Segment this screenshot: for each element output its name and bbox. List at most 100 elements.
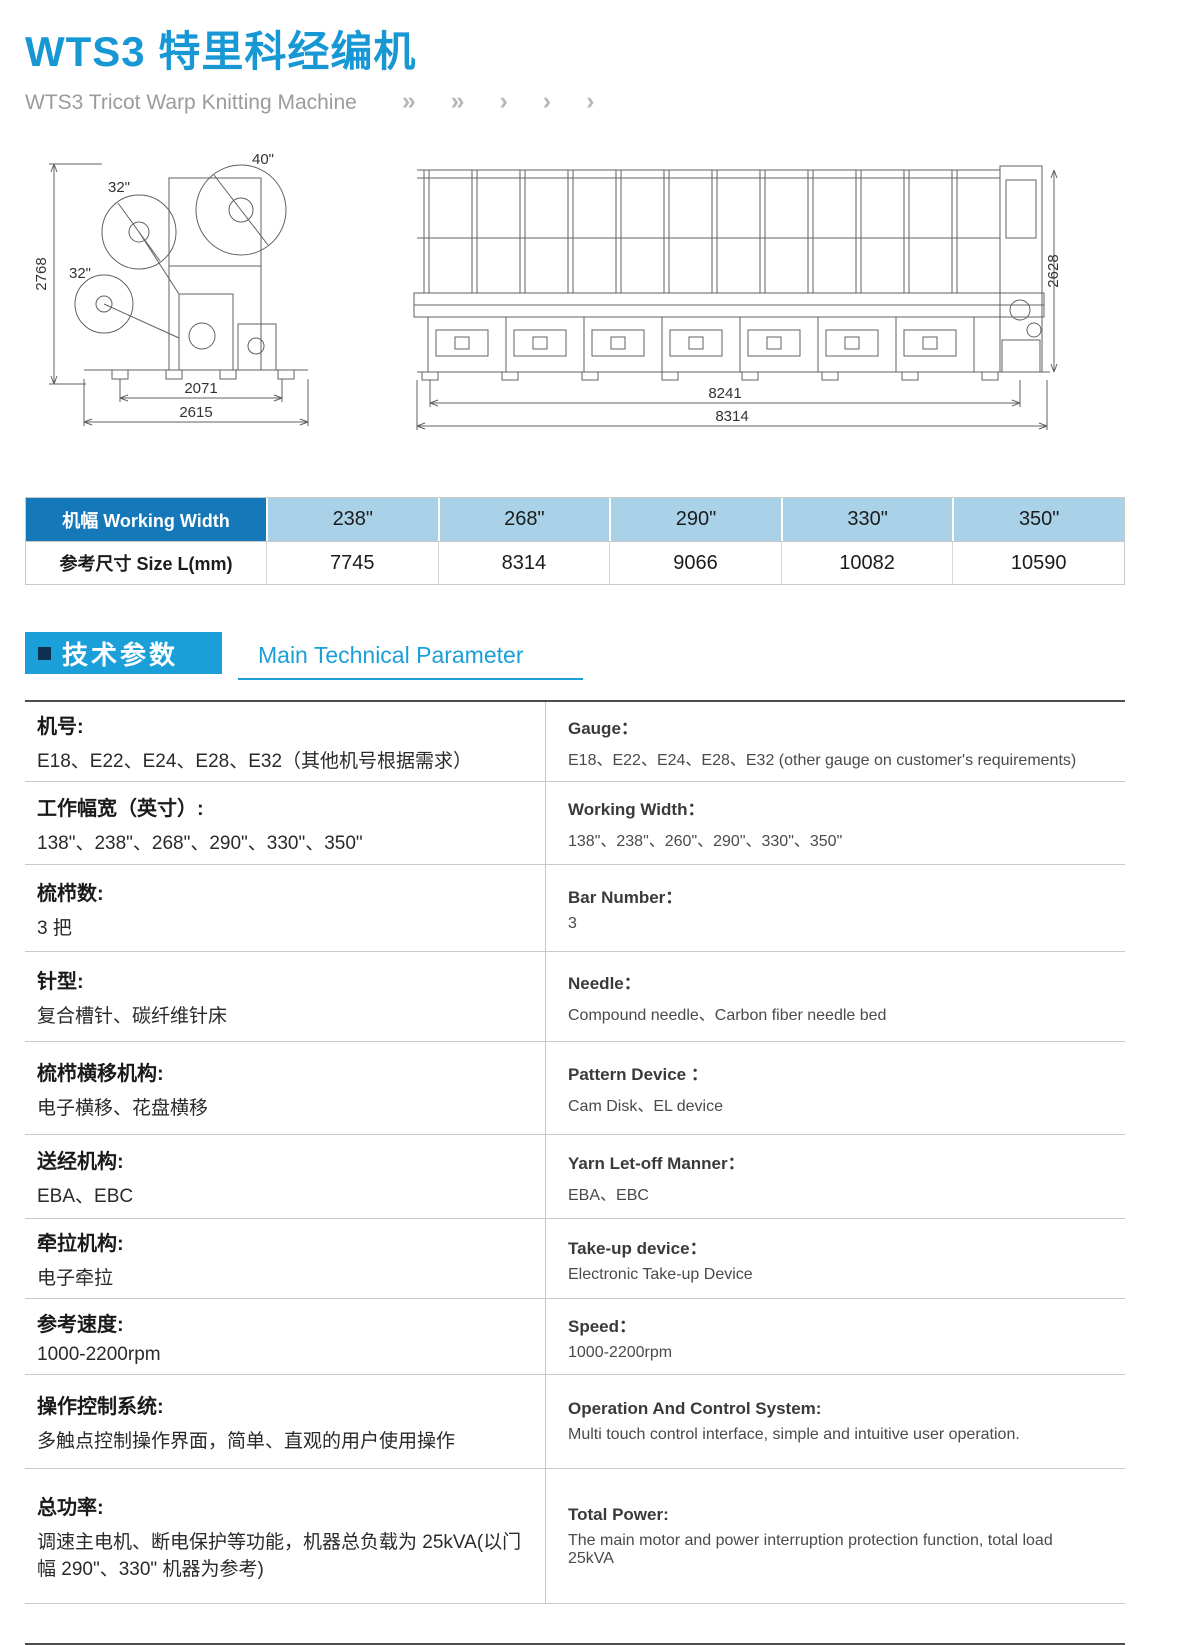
size-value: 9066	[609, 542, 781, 584]
spec-cn-value: 调速主电机、断电保护等功能，机器总负载为 25kVA(以门幅 290"、330"…	[37, 1532, 522, 1580]
spec-cn-label: 牵拉机构:	[37, 1233, 124, 1255]
spec-en-label: Working Width：	[568, 800, 705, 819]
spec-cell-cn: 工作幅宽（英寸）: 138"、238"、268"、290"、330"、350"	[25, 782, 545, 864]
side-beam-top-label: 40"	[252, 151, 274, 168]
spec-cn-label: 工作幅宽（英寸）:	[37, 797, 204, 820]
spec-cn-value: 3 把	[37, 917, 72, 939]
width-column-header: 350"	[952, 498, 1124, 541]
spec-en-label: Operation And Control System:	[568, 1399, 822, 1418]
side-beam-mid-label: 32"	[108, 179, 130, 196]
spec-cn-label: 针型:	[37, 971, 84, 993]
spec-cn-label: 梳栉数:	[37, 882, 104, 905]
spec-row-takeup-device: 牵拉机构: 电子牵拉 Take-up device： Electronic Ta…	[25, 1219, 1125, 1299]
spec-en-value: E18、E22、E24、E28、E32 (other gauge on cust…	[568, 751, 1077, 769]
spec-row-pattern-device: 梳栉横移机构: 电子横移、花盘横移 Pattern Device ： Cam D…	[25, 1042, 1125, 1135]
technical-parameter-table: 机号: E18、E22、E24、E28、E32（其他机号根据需求） Gauge：…	[25, 700, 1125, 1645]
spec-cell-cn: 总功率: 调速主电机、断电保护等功能，机器总负载为 25kVA(以门幅 290"…	[25, 1469, 545, 1603]
side-width-outer-dim-label: 2615	[179, 404, 212, 421]
spec-cn-value: E18、E22、E24、E28、E32（其他机号根据需求）	[37, 751, 473, 772]
spec-en-value: 3	[568, 915, 577, 932]
section-header: 技术参数 Main Technical Parameter	[25, 632, 584, 680]
spec-row-working-width: 工作幅宽（英寸）: 138"、238"、268"、290"、330"、350" …	[25, 782, 1125, 865]
spec-cell-cn: 牵拉机构: 电子牵拉	[25, 1219, 545, 1298]
spec-en-value: 1000-2200rpm	[568, 1343, 673, 1361]
side-width-inner-dim-label: 2071	[184, 380, 217, 397]
page-subtitle: WTS3 Tricot Warp Knitting Machine	[25, 91, 357, 114]
working-width-table: 机幅 Working Width 238" 268" 290" 330" 350…	[25, 497, 1125, 585]
size-value: 10590	[952, 542, 1124, 584]
side-beam-low-label: 32"	[69, 265, 91, 282]
size-value: 10082	[780, 542, 953, 584]
spec-cn-value: 1000-2200rpm	[37, 1343, 161, 1365]
machine-side-view-drawing: 40" 32" 32" 2768 2071 2615	[33, 151, 309, 426]
spec-en-value: EBA、EBC	[568, 1186, 649, 1204]
spec-en-value: Multi touch control interface, simple an…	[568, 1426, 1020, 1443]
page-title: WTS3 特里科经编机	[25, 28, 417, 75]
spec-row-speed: 参考速度: 1000-2200rpm Speed： 1000-2200rpm	[25, 1299, 1125, 1375]
spec-cell-en: Take-up device： Electronic Take-up Devic…	[545, 1219, 1125, 1298]
spec-cell-cn: 针型: 复合槽针、碳纤维针床	[25, 952, 545, 1041]
spec-cn-value: 电子横移、花盘横移	[37, 1097, 209, 1119]
page-header: WTS3 特里科经编机 WTS3 Tricot Warp Knitting Ma…	[25, 18, 1125, 116]
side-height-dim-label: 2768	[33, 257, 50, 290]
spec-cell-cn: 机号: E18、E22、E24、E28、E32（其他机号根据需求）	[25, 702, 545, 781]
spec-cn-value: EBA、EBC	[37, 1186, 134, 1207]
spec-cell-en: Total Power: The main motor and power in…	[545, 1469, 1125, 1603]
spec-cell-cn: 参考速度: 1000-2200rpm	[25, 1299, 545, 1374]
spec-en-label: Gauge：	[568, 718, 638, 738]
spec-row-gauge: 机号: E18、E22、E24、E28、E32（其他机号根据需求） Gauge：…	[25, 702, 1125, 782]
spec-en-label: Total Power:	[568, 1504, 669, 1524]
spec-table-footer	[25, 1604, 1125, 1645]
spec-cn-label: 总功率:	[37, 1497, 104, 1519]
spec-cell-en: Working Width： 138"、238"、260"、290"、330"、…	[545, 782, 1125, 864]
spec-row-total-power: 总功率: 调速主电机、断电保护等功能，机器总负载为 25kVA(以门幅 290"…	[25, 1469, 1125, 1604]
spec-en-value: 138"、238"、260"、290"、330"、350"	[568, 833, 843, 850]
spec-cn-label: 送经机构:	[37, 1151, 124, 1173]
spec-cn-value: 复合槽针、碳纤维针床	[37, 1006, 228, 1027]
spec-en-label: Pattern Device ：	[568, 1065, 708, 1084]
spec-en-label: Speed：	[568, 1316, 637, 1336]
spec-row-control-system: 操作控制系统: 多触点控制操作界面，简单、直观的用户使用操作 Operation…	[25, 1375, 1125, 1469]
spec-cn-value: 多触点控制操作界面，简单、直观的用户使用操作	[37, 1431, 456, 1452]
spec-cell-cn: 操作控制系统: 多触点控制操作界面，简单、直观的用户使用操作	[25, 1375, 545, 1468]
spec-cell-en: Operation And Control System: Multi touc…	[545, 1375, 1125, 1468]
machine-front-view-drawing: 2628 8241 8314	[413, 165, 1062, 430]
section-title-box: 技术参数	[25, 632, 222, 674]
spec-en-value: Compound needle、Carbon fiber needle bed	[568, 1006, 887, 1024]
size-row-label: 参考尺寸 Size L(mm)	[59, 554, 233, 574]
spec-cell-cn: 梳栉数: 3 把	[25, 865, 545, 951]
width-column-header: 238"	[266, 498, 438, 541]
width-column-header: 290"	[609, 498, 781, 541]
front-width-inner-dim-label: 8241	[708, 385, 741, 402]
spec-cn-label: 参考速度:	[37, 1313, 124, 1336]
spec-row-needle: 针型: 复合槽针、碳纤维针床 Needle： Compound needle、C…	[25, 952, 1125, 1042]
front-width-outer-dim-label: 8314	[715, 408, 748, 425]
spec-en-label: Bar Number：	[568, 888, 683, 907]
section-title-en: Main Technical Parameter	[258, 641, 524, 668]
spec-cn-label: 操作控制系统:	[37, 1396, 164, 1418]
section-title-en-wrap: Main Technical Parameter	[238, 632, 584, 680]
size-value: 8314	[437, 542, 610, 584]
width-table-header-label: 机幅 Working Width	[26, 498, 266, 541]
spec-cn-value: 电子牵拉	[37, 1268, 114, 1289]
subtitle-row: WTS3 Tricot Warp Knitting Machine » » › …	[25, 87, 1125, 116]
spec-cell-cn: 梳栉横移机构: 电子横移、花盘横移	[25, 1042, 545, 1134]
chevron-decoration-icon: » » › › ›	[401, 87, 609, 115]
spec-cell-en: Gauge： E18、E22、E24、E28、E32 (other gauge …	[545, 702, 1125, 781]
width-column-header: 268"	[437, 498, 610, 541]
spec-en-value: Electronic Take-up Device	[568, 1265, 753, 1283]
spec-cn-value: 138"、238"、268"、290"、330"、350"	[37, 832, 363, 854]
spec-cell-en: Speed： 1000-2200rpm	[545, 1299, 1125, 1374]
spec-en-label: Yarn Let-off Manner：	[568, 1153, 745, 1173]
spec-en-value: Cam Disk、EL device	[568, 1098, 724, 1115]
square-bullet-icon	[38, 646, 51, 660]
section-title-cn: 技术参数	[62, 639, 179, 670]
spec-cell-en: Yarn Let-off Manner： EBA、EBC	[545, 1135, 1125, 1218]
spec-cell-en: Needle： Compound needle、Carbon fiber nee…	[545, 952, 1125, 1041]
spec-en-label: Needle：	[568, 973, 641, 993]
spec-cell-en: Pattern Device ： Cam Disk、EL device	[545, 1042, 1125, 1134]
spec-row-bar-number: 梳栉数: 3 把 Bar Number： 3	[25, 865, 1125, 952]
spec-cell-en: Bar Number： 3	[545, 865, 1125, 951]
width-table-size-row: 参考尺寸 Size L(mm) 7745 8314 9066 10082 105…	[26, 541, 1124, 584]
spec-cn-label: 机号:	[37, 716, 84, 738]
